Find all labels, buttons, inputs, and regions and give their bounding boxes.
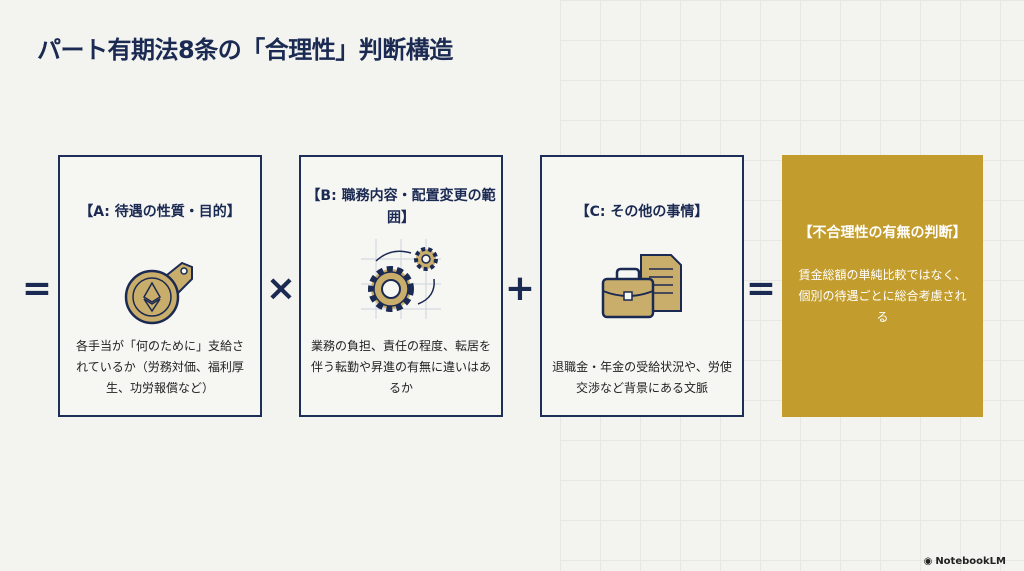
gears-icon [361, 239, 441, 319]
page-title: パート有期法8条の「合理性」判断構造 [37, 36, 453, 64]
result-heading: 【不合理性の有無の判断】 [798, 225, 967, 241]
coin-tag-icon [124, 261, 193, 325]
briefcase-document-icon [601, 254, 682, 319]
result-card: 【不合理性の有無の判断】 賃金総額の単純比較ではなく、個別の待遇ごとに総合考慮さ… [782, 155, 983, 417]
card-b: 【B: 職務内容・配置変更の範囲】 業務の負担、責任の程度、転居を伴う転勤や昇進… [299, 155, 503, 417]
notebooklm-logo: ◉ NotebookLM [924, 556, 1006, 567]
card-a: 【A: 待遇の性質・目的】 各手当が「何のために」支給されているか（労務対価、福… [58, 155, 262, 417]
card-c: 【C: その他の事情】 退職金・年金の受給状況や、労使交渉など背景にある文脈 [540, 155, 744, 417]
equals-operator: = [745, 268, 777, 309]
card-heading: 【C: その他の事情】 [575, 204, 709, 220]
card-heading: 【B: 職務内容・配置変更の範囲】 [306, 188, 496, 226]
card-heading: 【A: 待遇の性質・目的】 [79, 204, 241, 220]
equals-operator: = [21, 268, 53, 309]
plus-operator: + [504, 268, 536, 309]
card-description: 各手当が「何のために」支給されているか（労務対価、福利厚生、功労報償など） [75, 339, 244, 395]
notebooklm-icon: ◉ [923, 556, 933, 567]
result-description: 賃金総額の単純比較ではなく、個別の待遇ごとに総合考慮される [798, 268, 967, 324]
card-description: 退職金・年金の受給状況や、労使交渉など背景にある文脈 [552, 360, 732, 395]
brand-label: NotebookLM [935, 556, 1006, 567]
card-description: 業務の負担、責任の程度、転居を伴う転勤や昇進の有無に違いはあるか [311, 339, 492, 395]
times-operator: × [265, 268, 297, 309]
